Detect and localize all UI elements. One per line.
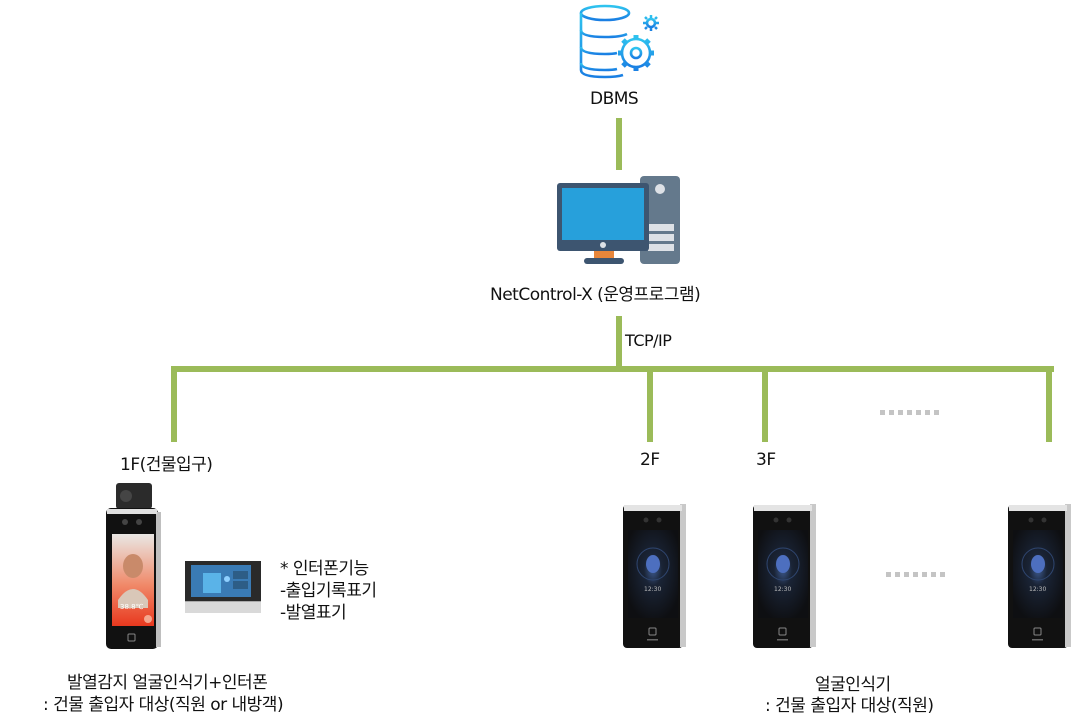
entrance-caption-subtitle: : 건물 출입자 대상(직원 or 내방객) <box>43 695 284 715</box>
drop-line-1f <box>171 366 177 442</box>
svg-text:12:30: 12:30 <box>644 586 661 593</box>
more-floors-ellipsis <box>880 410 939 415</box>
face-recognition-terminal-icon: 12:30 <box>752 502 818 650</box>
dbms-server-connector <box>616 118 622 170</box>
database-gear-icon <box>575 2 665 82</box>
svg-text:12:30: 12:30 <box>774 586 791 593</box>
desktop-computer-icon <box>556 174 682 266</box>
server-bus-connector <box>616 316 622 366</box>
intercom-features-title: * 인터폰기능 <box>280 559 369 579</box>
drop-line-2f <box>647 366 653 442</box>
server-label: NetControl-X (운영프로그램) <box>490 285 701 305</box>
tcpip-bus-line <box>171 366 1054 372</box>
floor-label-3f: 3F <box>756 450 776 470</box>
more-devices-ellipsis <box>886 572 945 577</box>
svg-text:38.8℃: 38.8℃ <box>120 603 144 611</box>
dbms-label: DBMS <box>590 89 639 109</box>
face-recognition-terminal-icon: 12:30 <box>1007 502 1073 650</box>
entrance-caption-title: 발열감지 얼굴인식기+인터폰 <box>67 673 268 693</box>
face-recognition-terminal-icon: 12:30 <box>622 502 688 650</box>
floor-caption-title: 얼굴인식기 <box>815 675 891 695</box>
indoor-intercom-monitor-icon <box>185 561 261 613</box>
floor-caption-subtitle: : 건물 출입자 대상(직원) <box>765 696 934 716</box>
floor-label-1f: 1F(건물입구) <box>120 455 213 475</box>
drop-line-3f <box>762 366 768 442</box>
tcpip-label: TCP/IP <box>625 331 672 350</box>
floor-label-2f: 2F <box>640 450 660 470</box>
intercom-feature-item: -출입기록표기 <box>280 581 377 601</box>
thermal-face-recognition-terminal-icon: 38.8℃ <box>104 482 164 652</box>
svg-text:12:30: 12:30 <box>1029 586 1046 593</box>
drop-line-last <box>1046 366 1052 442</box>
intercom-feature-item: -발열표기 <box>280 603 347 623</box>
